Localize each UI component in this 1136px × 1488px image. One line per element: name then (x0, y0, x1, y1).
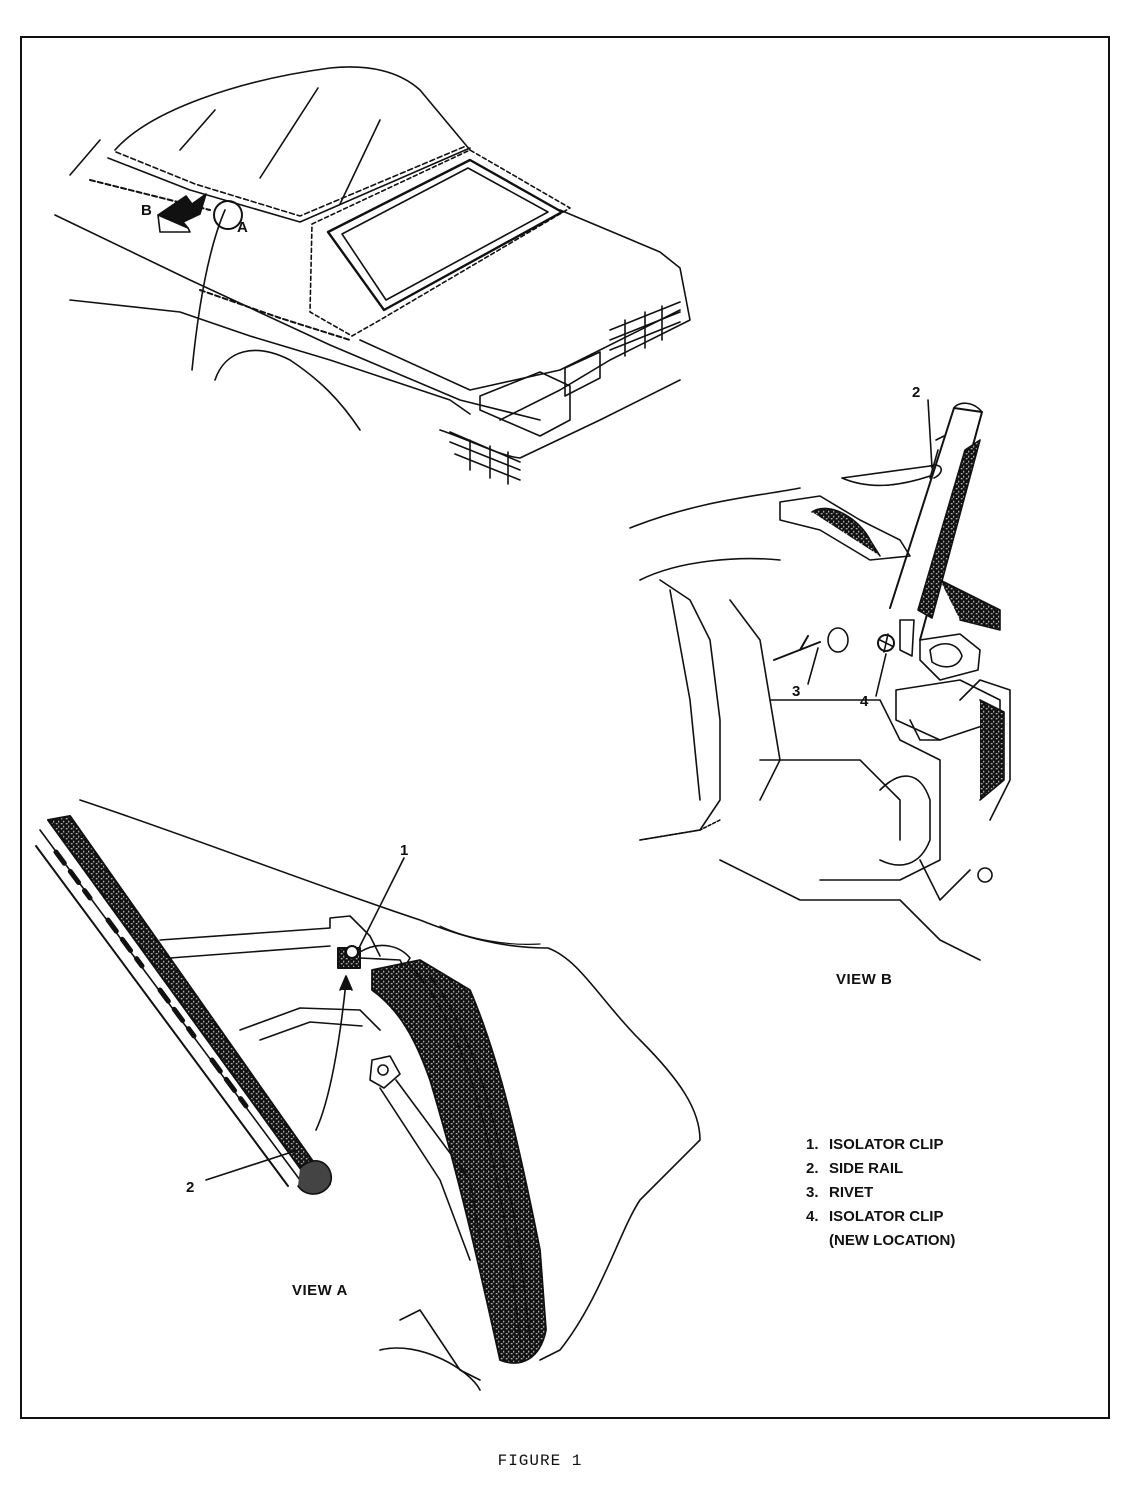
legend-number: 2. (806, 1160, 819, 1177)
view-b-label: VIEW B (836, 971, 893, 988)
legend-number: 1. (806, 1136, 819, 1153)
overview-marker-b: B (141, 202, 152, 219)
legend-item: 4. ISOLATOR CLIP (806, 1205, 955, 1229)
legend-number (806, 1229, 829, 1253)
view-a-drawing (35, 799, 701, 1391)
car-overview-drawing (54, 66, 691, 485)
legend-text: ISOLATOR CLIP (829, 1208, 944, 1225)
view-a-label: VIEW A (292, 1282, 348, 1299)
view-a-callout-2: 2 (186, 1179, 195, 1196)
legend-item: (NEW LOCATION) (806, 1229, 955, 1253)
parts-legend: 1. ISOLATOR CLIP 2. SIDE RAIL 3. RIVET 4. IS… (806, 1133, 955, 1253)
legend-text: SIDE RAIL (829, 1160, 904, 1177)
legend-text: ISOLATOR CLIP (829, 1136, 944, 1153)
view-b-callout-2: 2 (912, 384, 921, 401)
legend-text: RIVET (829, 1184, 874, 1201)
figure-caption: FIGURE 1 (497, 1452, 583, 1470)
legend-number: 3. (806, 1184, 819, 1201)
legend-item: 2. SIDE RAIL (806, 1157, 955, 1181)
legend-item: 3. RIVET (806, 1181, 955, 1205)
legend-number: 4. (806, 1208, 819, 1225)
view-b-callout-3: 3 (792, 683, 801, 700)
figure-frame (20, 36, 1110, 1419)
view-b-drawing (629, 399, 1011, 961)
overview-marker-a: A (237, 219, 248, 236)
legend-text: (NEW LOCATION) (829, 1232, 956, 1249)
view-a-callout-1: 1 (400, 842, 409, 859)
view-b-callout-4: 4 (860, 693, 869, 710)
legend-item: 1. ISOLATOR CLIP (806, 1133, 955, 1157)
